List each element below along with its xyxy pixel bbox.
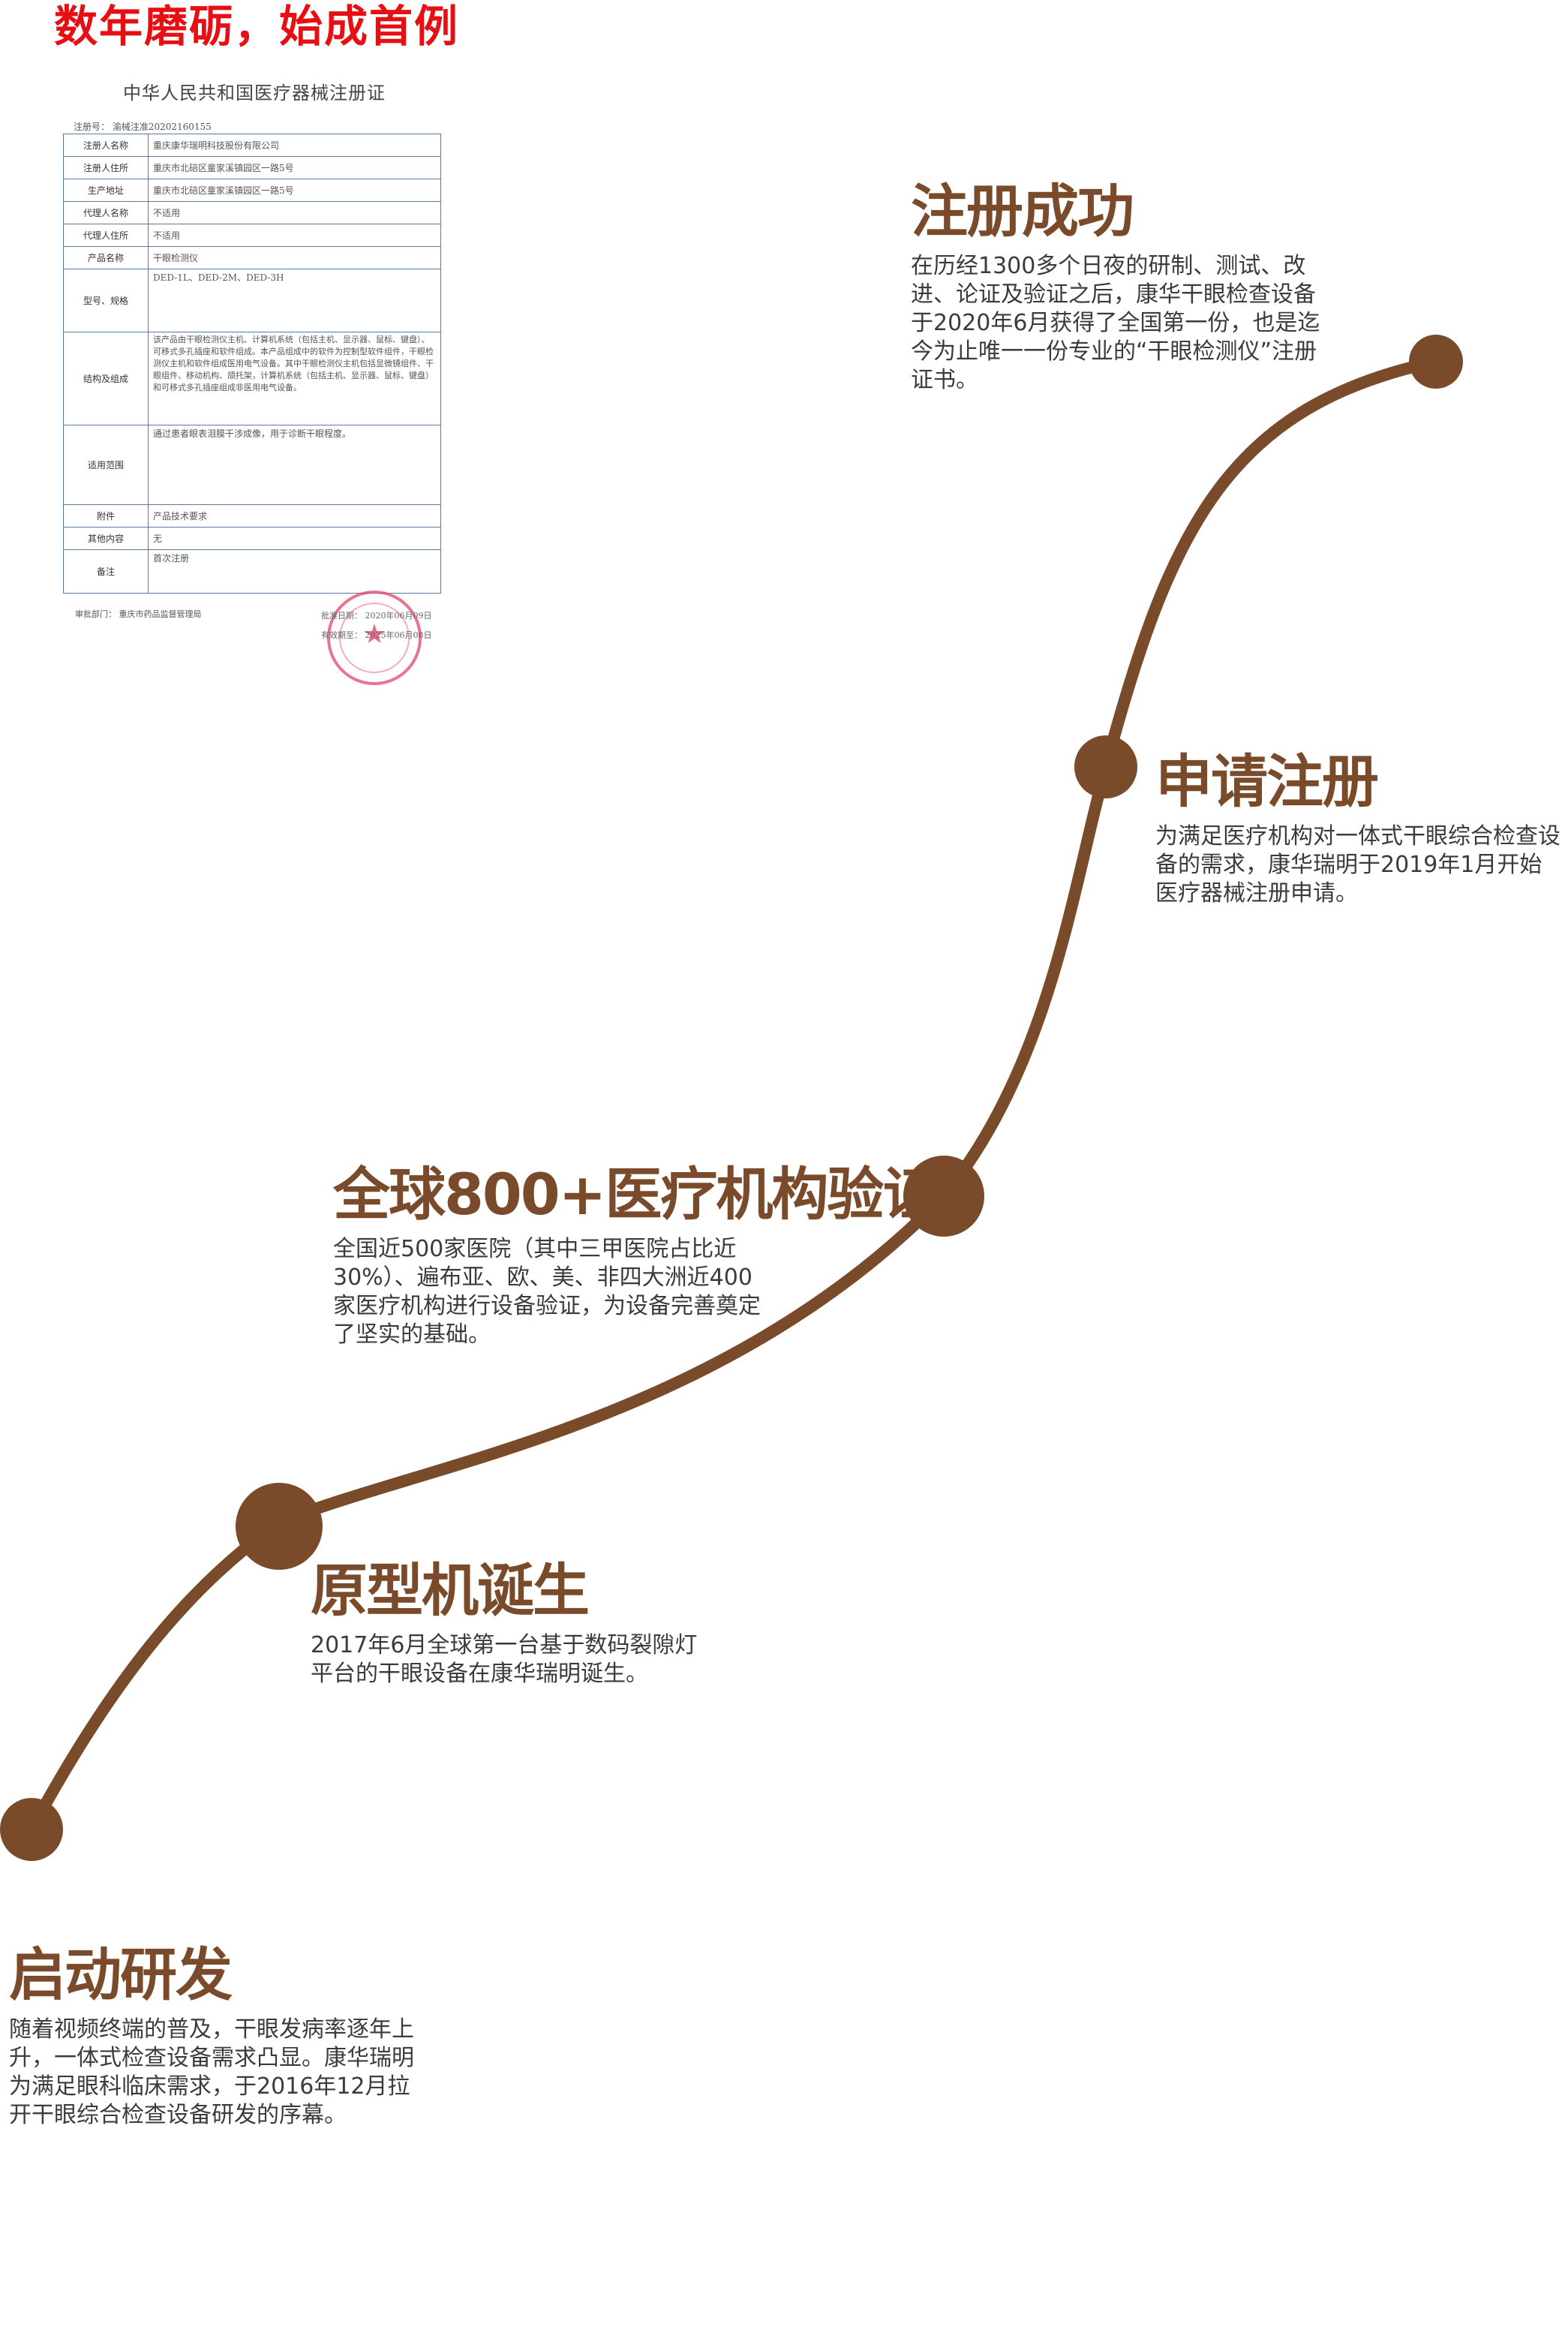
row-key: 适用范围: [63, 425, 149, 505]
registration-certificate: 中华人民共和国医疗器械注册证 注册号： 渝械注准20202160155 注册人名…: [63, 69, 446, 699]
row-value: 首次注册: [148, 549, 441, 594]
row-key: 结构及组成: [63, 332, 149, 425]
row-key: 型号、规格: [63, 269, 149, 332]
row-key: 代理人名称: [63, 201, 149, 224]
timeline-path: [26, 356, 1442, 1835]
certificate-approval-dept: 审批部门： 重庆市药品监督管理局: [75, 609, 202, 619]
stage-prototype-born: 原型机诞生 2017年6月全球第一台基于数码裂隙灯平台的干眼设备在康华瑞明诞生。: [311, 1556, 716, 1688]
table-row: 备注首次注册: [63, 549, 441, 594]
official-seal: ★: [327, 591, 422, 685]
timeline-node-success: [1409, 335, 1463, 389]
stage-description: 2017年6月全球第一台基于数码裂隙灯平台的干眼设备在康华瑞明诞生。: [311, 1632, 698, 1687]
row-value: 通过患者眼表泪膜干涉成像，用于诊断干眼程度。: [148, 425, 441, 505]
row-key: 备注: [63, 549, 149, 594]
timeline-node-prototype: [236, 1483, 323, 1570]
row-key: 注册人住所: [63, 156, 149, 179]
stage-title: 原型机诞生: [311, 1557, 590, 1624]
certificate-table: 注册人名称重庆康华瑞明科技股份有限公司 注册人住所重庆市北碚区童家溪镇园区一路5…: [63, 134, 441, 594]
stage-global-validation: 全球800+医疗机构验证 全国近500家医院（其中三甲医院占比近30%）、遍布亚…: [333, 1160, 939, 1349]
stage-description: 为满足医疗机构对一体式干眼综合检查设备的需求，康华瑞明于2019年1月开始医疗器…: [1155, 823, 1560, 906]
stage-description: 随着视频终端的普及，干眼发病率逐年上升，一体式检查设备需求凸显。康华瑞明为满足眼…: [9, 2016, 414, 2128]
timeline-node-validation: [903, 1156, 984, 1237]
certificate-dates: 批准日期： 2020年06月09日 有效期至： 2025年06月08日: [321, 606, 431, 645]
table-row: 其他内容无: [63, 527, 441, 550]
row-key: 注册人名称: [63, 134, 149, 157]
table-row: 结构及组成该产品由干眼检测仪主机、计算机系统（包括主机、显示器、鼠标、键盘）、可…: [63, 332, 441, 425]
row-key: 代理人住所: [63, 224, 149, 247]
certificate-reg-no: 注册号： 渝械注准20202160155: [74, 122, 212, 132]
table-row: 注册人住所重庆市北碚区童家溪镇园区一路5号: [63, 156, 441, 179]
row-key: 其他内容: [63, 527, 149, 550]
stage-description: 在历经1300多个日夜的研制、测试、改进、论证及验证之后，康华干眼检查设备于20…: [911, 253, 1320, 393]
row-value: 不适用: [148, 224, 441, 247]
row-value: DED-1L、DED-2M、DED-3H: [148, 269, 441, 332]
stage-title: 全球800+医疗机构验证: [333, 1161, 939, 1228]
stage-apply-registration: 申请注册 为满足医疗机构对一体式干眼综合检查设备的需求，康华瑞明于2019年1月…: [1155, 747, 1560, 908]
valid-until: 有效期至： 2025年06月08日: [321, 630, 432, 640]
stage-title: 启动研发: [9, 1941, 233, 2008]
stage-registration-success: 注册成功 在历经1300多个日夜的研制、测试、改进、论证及验证之后，康华干眼检查…: [911, 177, 1331, 395]
row-value: 该产品由干眼检测仪主机、计算机系统（包括主机、显示器、鼠标、键盘）、可移式多孔插…: [148, 332, 441, 425]
table-row: 代理人住所不适用: [63, 224, 441, 247]
stage-title: 申请注册: [1155, 748, 1379, 815]
table-row: 生产地址重庆市北碚区童家溪镇园区一路5号: [63, 179, 441, 202]
timeline-node-application: [1074, 735, 1137, 798]
certificate-title: 中华人民共和国医疗器械注册证: [123, 83, 386, 104]
table-row: 适用范围通过患者眼表泪膜干涉成像，用于诊断干眼程度。: [63, 425, 441, 505]
table-row: 注册人名称重庆康华瑞明科技股份有限公司: [63, 134, 441, 157]
stage-title: 注册成功: [911, 178, 1134, 245]
row-value: 重庆康华瑞明科技股份有限公司: [148, 134, 441, 157]
stage-start-rd: 启动研发 随着视频终端的普及，干眼发病率逐年上升，一体式检查设备需求凸显。康华瑞…: [9, 1941, 414, 2130]
timeline-node-start: [0, 1798, 63, 1861]
issue-date: 批准日期： 2020年06月09日: [321, 611, 432, 621]
stage-description: 全国近500家医院（其中三甲医院占比近30%）、遍布亚、欧、美、非四大洲近400…: [333, 1236, 761, 1348]
seal-star-icon: ★: [362, 619, 387, 650]
row-value: 重庆市北碚区童家溪镇园区一路5号: [148, 179, 441, 202]
page-title: 数年磨砺，始成首例: [54, 1, 460, 52]
row-key: 产品名称: [63, 246, 149, 269]
